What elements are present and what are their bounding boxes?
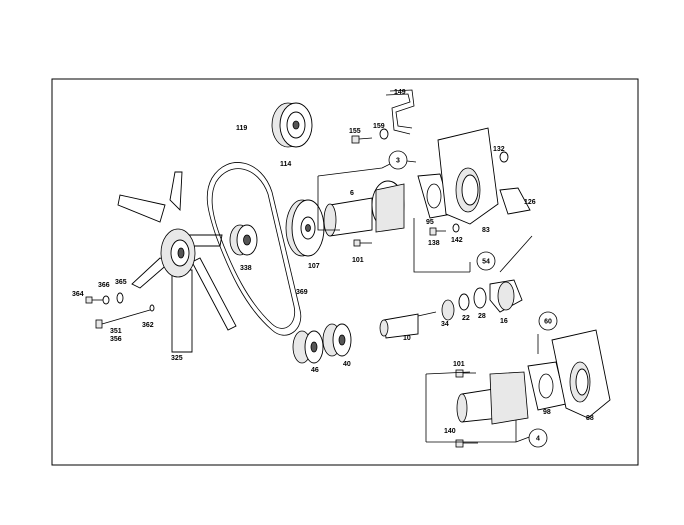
- label-101b: 101: [453, 361, 465, 368]
- seal-132: [499, 151, 509, 163]
- part-labels: 119 114 155 159 149 132 126 6 95 83 138 …: [72, 89, 594, 435]
- label-351: 351: [110, 328, 122, 335]
- label-142: 142: [451, 237, 463, 244]
- callout-4-label: 4: [536, 436, 540, 443]
- label-338: 338: [240, 265, 252, 272]
- label-114: 114: [280, 161, 291, 168]
- callout-54-label: 54: [482, 259, 490, 266]
- pump-assembly-4: [456, 371, 529, 425]
- seal-22: [458, 293, 470, 311]
- label-126: 126: [524, 199, 536, 206]
- bolt-101-lower: [455, 369, 476, 378]
- callout-3-label: 3: [396, 158, 400, 165]
- housing-83: [437, 127, 499, 225]
- housing-88: [551, 329, 611, 419]
- callout-60: 60: [538, 311, 558, 331]
- label-88: 88: [586, 415, 594, 422]
- bolt-138: [429, 227, 446, 236]
- bolt-set-364: [85, 292, 155, 329]
- label-40: 40: [343, 361, 351, 368]
- label-155: 155: [349, 128, 361, 135]
- callout-3: 3: [388, 150, 408, 170]
- label-16: 16: [500, 318, 508, 325]
- label-366: 366: [98, 282, 110, 289]
- label-364: 364: [72, 291, 84, 298]
- belt-part: [206, 162, 302, 336]
- callout-54: 54: [476, 251, 496, 271]
- label-95: 95: [426, 219, 434, 226]
- washer-40: [322, 323, 352, 357]
- seal-34: [441, 299, 455, 321]
- label-107: 107: [308, 263, 320, 270]
- label-6: 6: [350, 190, 354, 197]
- pulley-107: [285, 199, 325, 257]
- shaft-10: [379, 311, 437, 339]
- bolt-155: [351, 135, 373, 144]
- label-10: 10: [403, 335, 411, 342]
- label-149: 149: [394, 89, 406, 96]
- washer-46: [292, 330, 324, 364]
- label-356: 356: [110, 336, 122, 343]
- label-362: 362: [142, 322, 154, 329]
- label-140: 140: [444, 428, 456, 435]
- label-83: 83: [482, 227, 490, 234]
- gasket-126: [499, 187, 531, 215]
- diagram-frame: [51, 78, 639, 466]
- label-325: 325: [171, 355, 183, 362]
- impeller-16: [489, 279, 523, 313]
- label-22: 22: [462, 315, 470, 322]
- bolt-140: [455, 439, 478, 448]
- fan-part: [117, 171, 237, 353]
- label-159: 159: [373, 123, 385, 130]
- label-365: 365: [115, 279, 127, 286]
- label-369: 369: [296, 289, 308, 296]
- label-46: 46: [311, 367, 319, 374]
- bolt-101-upper: [353, 239, 372, 247]
- label-138: 138: [428, 240, 440, 247]
- callout-4: 4: [528, 428, 548, 448]
- washer-142: [452, 223, 460, 233]
- label-101a: 101: [352, 257, 364, 264]
- seal-28: [473, 287, 487, 309]
- label-132: 132: [493, 146, 505, 153]
- label-34: 34: [441, 321, 449, 328]
- label-28: 28: [478, 313, 486, 320]
- hub-338: [229, 224, 258, 256]
- pump-assembly-6: [323, 180, 405, 237]
- seal-159: [379, 128, 389, 140]
- pipe-149: [385, 89, 415, 135]
- pulley-114: [271, 102, 313, 148]
- callout-60-label: 60: [544, 319, 552, 326]
- label-119: 119: [236, 125, 247, 132]
- label-98: 98: [543, 409, 551, 416]
